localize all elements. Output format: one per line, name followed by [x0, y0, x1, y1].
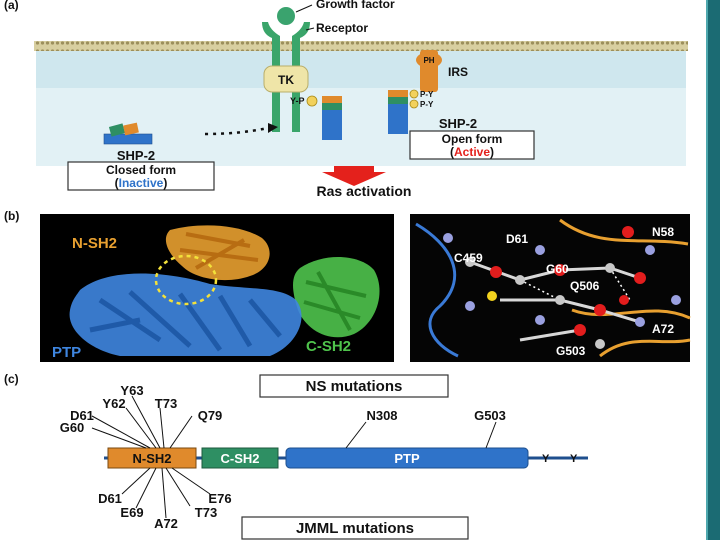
ns-mutation-t73: T73 [155, 396, 177, 411]
ns-mutations-box [259, 374, 449, 398]
open-form-state: (Active) [450, 145, 494, 159]
panel-a-label: (a) [4, 0, 19, 12]
irs-py-label-2: P-Y [420, 100, 434, 109]
growth-factor-pointer [295, 4, 313, 13]
receptor-label: Receptor [316, 21, 368, 35]
ns-mutation-g60: G60 [60, 420, 85, 435]
panel-c-label: (c) [4, 372, 19, 386]
translocation-arrowhead [268, 123, 278, 133]
ns-mutation-y63: Y63 [120, 383, 143, 398]
domain-n-sh2-label: N-SH2 [132, 451, 171, 466]
domain-c-sh2 [201, 447, 279, 469]
ns-mutation-leaders [91, 395, 497, 449]
jmml-mutation-e76: E76 [208, 491, 231, 506]
receptor [262, 22, 310, 132]
residue-c459: C459 [454, 251, 483, 265]
tail-tyrosine-2: Y [570, 453, 578, 465]
domain-ptp-label: PTP [394, 451, 420, 466]
structure-n-sh2-label: N-SH2 [72, 235, 117, 252]
residue-a72: A72 [652, 322, 674, 336]
irs-label: IRS [448, 65, 468, 79]
irs-phospho-tyrosine-icon-1 [409, 89, 419, 99]
shp2-crystal-structure [40, 214, 394, 362]
growth-factor-label: Growth factor [316, 0, 395, 11]
domain-c-sh2-label: C-SH2 [220, 451, 259, 466]
residue-g60: G60 [546, 262, 569, 276]
ns-mutation-g503: G503 [474, 408, 506, 423]
jmml-mutation-d61: D61 [98, 491, 122, 506]
shp2-receptor-bound [322, 96, 342, 140]
ns-mutation-d61: D61 [70, 408, 94, 423]
residue-n58: N58 [652, 225, 674, 239]
domain-n-sh2 [107, 447, 197, 469]
active-site-closeup [410, 214, 691, 362]
membrane-shadow [36, 48, 686, 88]
growth-factor-ligand [277, 7, 295, 25]
ns-mutation-q79: Q79 [198, 408, 223, 423]
residue-d61: D61 [506, 232, 528, 246]
open-form-name: SHP-2 [439, 116, 477, 131]
irs-phospho-tyrosine-icon-2 [409, 99, 419, 109]
irs-ph-label: PH [423, 56, 434, 65]
closed-form-box [67, 161, 215, 191]
ras-arrow-icon [322, 166, 386, 186]
jmml-mutation-leaders [121, 467, 211, 519]
structure-ptp-label: PTP [52, 344, 81, 361]
ns-mutation-y62: Y62 [102, 396, 125, 411]
slide-edge-stripe [706, 0, 708, 540]
open-form-label: Open form [442, 132, 503, 146]
ns-mutation-n308: N308 [366, 408, 397, 423]
shp2-closed-form [103, 122, 153, 145]
residue-g503: G503 [556, 344, 586, 358]
phospho-tyrosine-icon [306, 95, 318, 107]
shp2-irs-bound [388, 90, 408, 134]
tk-label: TK [278, 73, 294, 87]
residue-q506: Q506 [570, 279, 600, 293]
slide-edge-bar [708, 0, 720, 540]
closed-form-name: SHP-2 [117, 148, 155, 163]
structure-c-sh2-label: C-SH2 [306, 338, 351, 355]
irs-ph-domain [416, 52, 442, 68]
tail-tyrosine-1: Y [542, 453, 550, 465]
closed-form-state: (Inactive) [115, 176, 168, 190]
cell-membrane [34, 41, 688, 51]
receptor-py-label: Y-P [290, 96, 305, 106]
closed-form-label: Closed form [106, 163, 176, 177]
open-form-box [409, 130, 535, 160]
translocation-arrow [204, 126, 269, 136]
jmml-mutation-t73: T73 [195, 505, 217, 520]
jmml-mutations-box [241, 516, 469, 540]
receptor-pointer [305, 27, 315, 31]
ns-mutations-title: NS mutations [306, 378, 403, 395]
panel-b-label: (b) [4, 209, 19, 223]
jmml-mutation-a72: A72 [154, 516, 178, 531]
ras-activation-label: Ras activation [317, 183, 412, 199]
irs-py-label-1: P-Y [420, 90, 434, 99]
tk-domain [263, 65, 309, 93]
jmml-mutations-title: JMML mutations [296, 520, 414, 537]
domain-ptp [285, 447, 529, 469]
jmml-mutation-e69: E69 [120, 505, 143, 520]
